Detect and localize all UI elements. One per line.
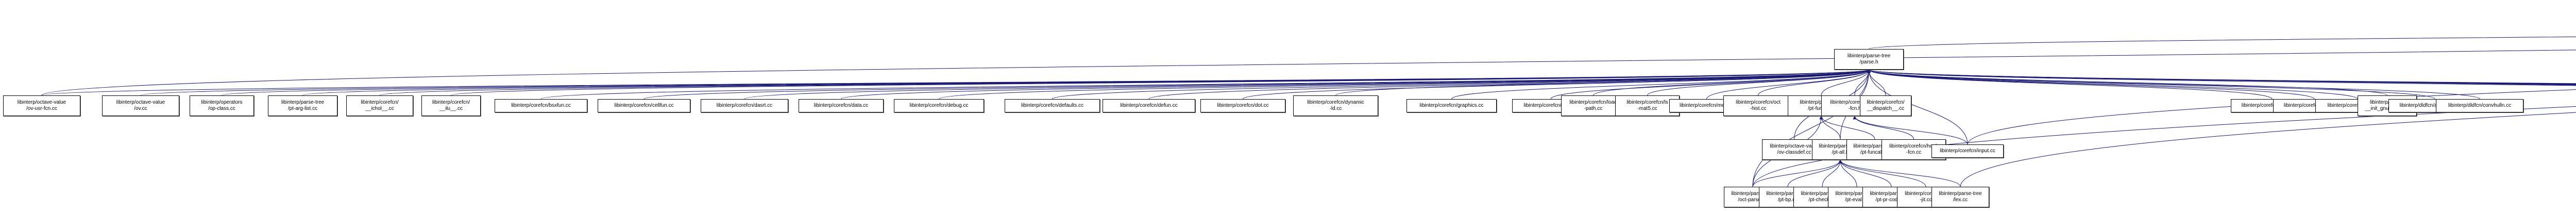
graph-node[interactable]: libinterp/octave-value /ov-usr-fcn.cc xyxy=(3,95,80,116)
dependency-edge xyxy=(1960,112,2576,187)
graph-node[interactable]: libinterp/parse-tree /pt-arg-list.cc xyxy=(268,95,337,116)
graph-node[interactable]: libinterp/dldfcn/convhulln.cc xyxy=(2436,99,2523,112)
dependency-edge xyxy=(1867,69,2387,96)
graph-node[interactable]: libinterp/corefcn/defaults.cc xyxy=(1005,99,1100,112)
dependency-edge xyxy=(1752,159,1842,187)
graph-node[interactable]: libinterp/corefcn/ls -mat5.cc xyxy=(1615,95,1680,116)
dependency-edge xyxy=(1867,69,1968,145)
dependency-edge xyxy=(1867,69,2576,86)
graph-node[interactable]: libinterp/parse-tree /parse.h xyxy=(1834,49,1904,70)
dependency-edge xyxy=(841,69,1871,100)
graph-node[interactable]: libinterp/corefcn/ __ichol__.cc xyxy=(346,95,413,116)
dependency-edge xyxy=(1838,159,1926,187)
dependency-edge xyxy=(1819,116,1875,140)
dependency-edge xyxy=(1967,89,2576,145)
dependency-edge xyxy=(1706,69,1871,100)
dependency-edge xyxy=(1752,69,1871,187)
dependency-edge xyxy=(1593,69,1871,96)
graph-node[interactable]: libinterp/corefcn/data.cc xyxy=(799,99,884,112)
dependency-edge xyxy=(1867,69,2358,100)
dependency-edge xyxy=(41,50,2576,96)
dependency-edge xyxy=(1838,159,1857,187)
dependency-edge xyxy=(1052,69,1871,100)
graph-node[interactable]: libinterp/corefcn/bsxfun.cc xyxy=(495,99,587,112)
graph-node[interactable]: libinterp/corefcn/debug.cc xyxy=(894,99,984,112)
graph-node[interactable]: libinterp/corefcn/oct -hist.cc xyxy=(1723,95,1793,116)
dependency-edge xyxy=(1867,69,2435,100)
dependency-edge xyxy=(1821,69,1871,96)
graph-node[interactable]: libinterp/corefcn/input.cc xyxy=(1931,144,2004,158)
graph-node[interactable]: libinterp/operators /op-class.cc xyxy=(190,95,254,116)
dependency-edge xyxy=(1867,69,2576,84)
graph-node[interactable]: libinterp/corefcn/ __dispatch__.cc xyxy=(1860,95,1911,116)
dependency-edge xyxy=(1853,116,1914,140)
dependency-edge xyxy=(1853,116,1968,145)
dependency-edge xyxy=(1867,69,2273,100)
dependency-edge xyxy=(1869,36,2576,50)
dependency-edge xyxy=(1867,69,2480,100)
dependency-edge xyxy=(1819,116,1841,140)
dependency-edge xyxy=(451,69,1871,96)
graph-node[interactable]: libinterp/corefcn/ __ilu__.cc xyxy=(421,95,481,116)
dependency-edge xyxy=(1335,69,1871,96)
dependency-edge xyxy=(1243,69,1871,100)
dependency-edge xyxy=(1647,69,1871,96)
dependency-edge xyxy=(1838,159,1892,187)
graph-node[interactable]: libinterp/corefcn/cellfun.cc xyxy=(598,99,690,112)
graph-node[interactable]: libinterp/corefcn/load -path.cc xyxy=(1561,95,1625,116)
dependency-edge xyxy=(1822,159,1842,187)
graph-node[interactable]: libinterp/corefcn/dot.cc xyxy=(1200,99,1285,112)
dependency-edge xyxy=(1451,69,1871,100)
dependency-edge xyxy=(1758,69,1871,96)
graph-node[interactable]: libinterp/corefcn/dynamic -ld.cc xyxy=(1293,95,1378,116)
graph-node[interactable]: libinterp/corefcn/defun.cc xyxy=(1103,99,1195,112)
graph-node[interactable]: libinterp/corefcn/graphics.cc xyxy=(1406,99,1497,112)
dependency-edge xyxy=(939,69,1871,100)
dependency-edge xyxy=(1787,159,1842,187)
dependency-edge xyxy=(1838,159,1961,187)
graph-node[interactable]: libinterp/corefcn/dasrt.cc xyxy=(701,99,788,112)
dependency-edge xyxy=(1867,69,2315,100)
graph-node[interactable]: libinterp/octave-value /ov.cc xyxy=(102,95,179,116)
graph-node[interactable]: libinterp/parse-tree /lex.cc xyxy=(1931,187,1989,207)
